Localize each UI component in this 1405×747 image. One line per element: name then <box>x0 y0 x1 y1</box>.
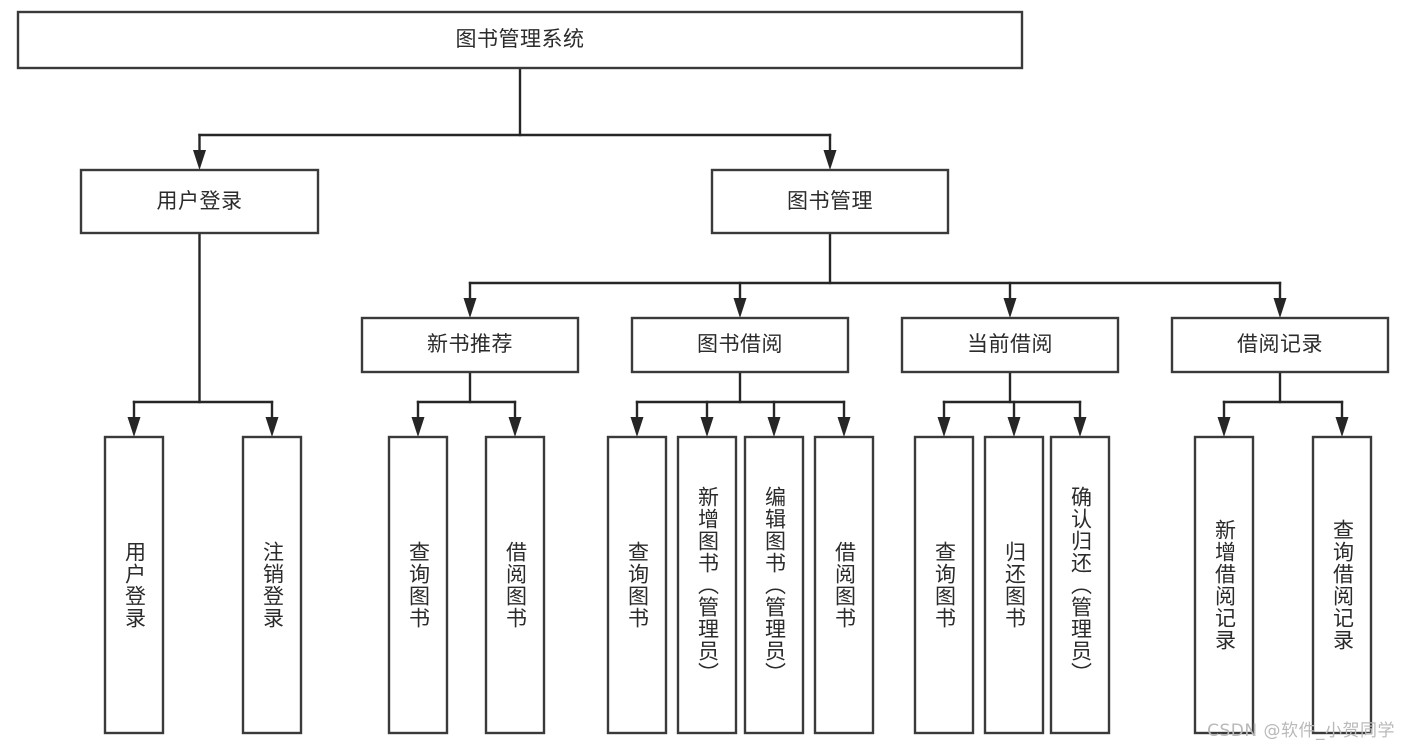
arrow-head-icon <box>733 298 747 318</box>
arrow-head-icon <box>508 417 522 437</box>
arrow-head-icon <box>127 417 141 437</box>
arrow-head-icon <box>265 417 279 437</box>
arrow-head-icon <box>1073 417 1087 437</box>
arrow-head-icon <box>937 417 951 437</box>
arrow-head-icon <box>837 417 851 437</box>
arrow-head-icon <box>1007 417 1021 437</box>
node-box-归还图书[interactable] <box>983 435 1045 735</box>
arrow-head-icon <box>1335 417 1349 437</box>
arrow-head-icon <box>193 150 206 170</box>
arrow-head-icon <box>823 150 837 170</box>
connector-edges <box>127 66 1349 437</box>
node-box-新增借阅记录[interactable] <box>1193 435 1255 735</box>
arrow-head-icon <box>1217 417 1231 437</box>
node-box-用户登录[interactable] <box>79 168 320 235</box>
node-box-编辑图书管理员[interactable] <box>743 435 805 735</box>
arrow-head-icon <box>1273 298 1287 318</box>
node-box-新书推荐[interactable] <box>360 316 580 374</box>
node-box-查询借阅记录[interactable] <box>1311 435 1373 735</box>
node-box-当前借阅[interactable] <box>900 316 1120 374</box>
arrow-head-icon <box>700 417 714 437</box>
arrow-head-icon <box>411 417 425 437</box>
watermark-text: CSDN @软件_小贺同学 <box>1207 721 1395 741</box>
node-box-借阅记录[interactable] <box>1170 316 1390 374</box>
node-boxes <box>16 10 1390 735</box>
node-box-注销登录[interactable] <box>241 435 303 735</box>
node-box-借阅图书[interactable] <box>813 435 875 735</box>
arrow-head-icon <box>463 298 477 318</box>
node-box-图书借阅[interactable] <box>630 316 850 374</box>
node-box-图书管理[interactable] <box>710 168 950 235</box>
node-box-查询图书[interactable] <box>913 435 975 735</box>
node-box-查询图书[interactable] <box>387 435 449 735</box>
node-box-图书管理系统[interactable] <box>16 10 1024 70</box>
node-box-新增图书管理员[interactable] <box>676 435 738 735</box>
arrow-head-icon <box>767 417 781 437</box>
arrow-head-icon <box>1003 298 1017 318</box>
node-box-借阅图书[interactable] <box>484 435 546 735</box>
arrow-head-icon <box>630 417 644 437</box>
node-box-确认归还管理员[interactable] <box>1049 435 1111 735</box>
node-box-用户登录[interactable] <box>103 435 165 735</box>
node-box-查询图书[interactable] <box>606 435 668 735</box>
